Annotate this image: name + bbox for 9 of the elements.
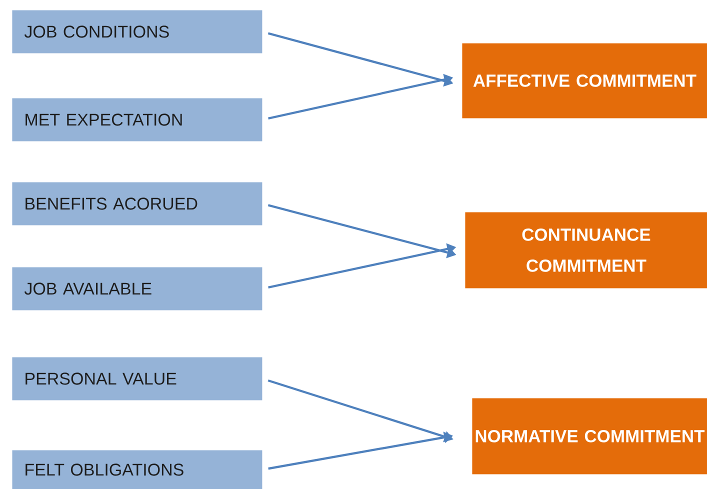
factor-box: JOB AVAILABLE [12, 267, 262, 310]
commitment-box: AFFECTIVE COMMITMENT [462, 43, 707, 118]
factor-box: JOB CONDITIONS [12, 10, 262, 54]
factor-box: BENEFITS ACORUED [12, 182, 262, 226]
factor-box: FELT OBLIGATIONS [12, 450, 262, 489]
commitment-box: NORMATIVE COMMITMENT [472, 398, 707, 474]
commitment-box: CONTINUANCE COMMITMENT [465, 212, 707, 288]
factor-box: MET EXPECTATION [12, 98, 262, 142]
factor-box: PERSONAL VALUE [12, 357, 262, 400]
